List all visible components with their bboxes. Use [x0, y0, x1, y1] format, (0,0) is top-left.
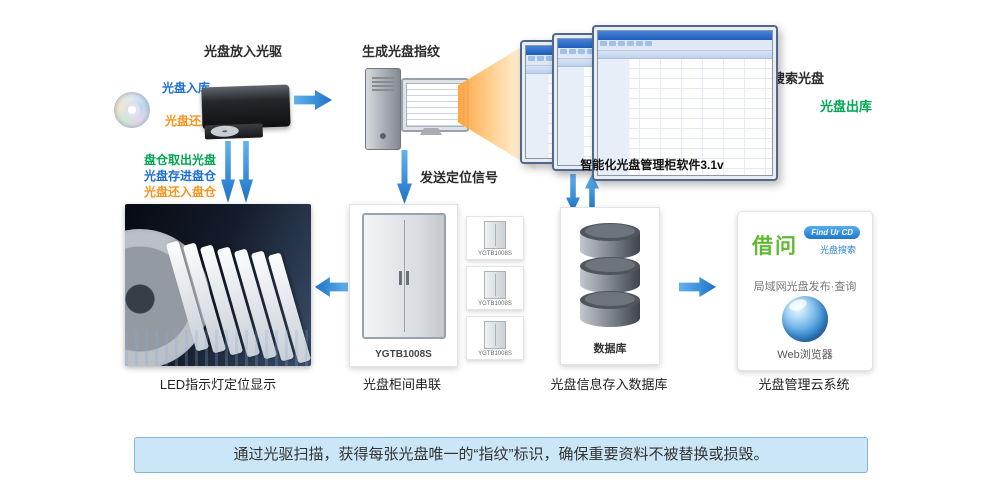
mini-cabinet-icon: [484, 221, 506, 249]
flow-arrow-down-2: [239, 141, 253, 203]
cabinet-card: YGTB1008S: [349, 204, 458, 367]
label-send-signal: 发送定位信号: [420, 170, 499, 185]
caption-cloud: 光盘管理云系统: [758, 377, 850, 392]
computer-monitor-icon: [401, 78, 469, 132]
mini-cabinet-model: YGTB1008S: [478, 351, 512, 357]
globe-icon: [782, 296, 828, 342]
database-label: 数据库: [593, 343, 627, 355]
cloud-card: 借问 Find Ur CD 光盘搜索 局域网光盘发布·查询 Web浏览器: [737, 211, 873, 371]
cloud-tagline: 局域网光盘发布·查询: [753, 281, 857, 293]
label-disc-in: 光盘入库: [162, 81, 211, 95]
mini-cabinet-card: YGTB1008S: [466, 216, 524, 260]
label-cabinet-return: 光盘还入盘仓: [144, 185, 217, 199]
flow-arrow-down-1: [221, 141, 235, 203]
flow-arrow-drive-to-pc: [294, 90, 332, 110]
label-cabinet-in: 光盘存进盘仓: [144, 169, 217, 183]
label-search-disc: 搜索光盘: [771, 71, 824, 86]
database-icon: [580, 223, 640, 327]
window-toolbar: [598, 40, 772, 51]
mini-cabinet-model: YGTB1008S: [478, 251, 512, 257]
monitor-stand: [420, 128, 442, 135]
brand-logo: 借问: [752, 235, 798, 258]
label-disc-out: 光盘出库: [820, 99, 873, 114]
mini-cabinet-card: YGTB1008S: [466, 266, 524, 310]
flow-arrow-cabinet-to-led: [315, 277, 348, 297]
mini-cabinet-card: YGTB1008S: [466, 316, 524, 360]
disc-drive-icon: [201, 78, 291, 140]
label-disc-return: 光盘还库: [165, 114, 214, 128]
software-title: 智能化光盘管理柜软件3.1v: [580, 158, 724, 172]
web-browser-label: Web浏览器: [777, 349, 833, 361]
cabinet-model: YGTB1008S: [375, 349, 432, 360]
led-photo: [125, 204, 311, 366]
mini-cabinet-icon: [484, 321, 506, 349]
mini-cabinet-model: YGTB1008S: [478, 301, 512, 307]
software-monitor-front: [592, 25, 778, 181]
label-cabinet-out: 盘仓取出光盘: [144, 153, 217, 167]
computer-screen: [406, 83, 464, 127]
table-header: [598, 51, 772, 59]
cabinet-icon: [362, 213, 446, 339]
step-title-fingerprint: 生成光盘指纹: [361, 44, 440, 59]
caption-led: LED指示灯定位显示: [159, 377, 277, 392]
caption-cabinet: 光盘柜间串联: [362, 377, 441, 392]
drive-body: [201, 84, 291, 130]
database-card: 数据库: [560, 207, 660, 365]
window-titlebar: [598, 31, 772, 40]
cd-icon: [114, 92, 150, 128]
table-grid: [598, 59, 772, 175]
flow-arrow-pc-to-cabinet: [397, 150, 412, 204]
badge-subtitle: 光盘搜索: [819, 245, 856, 255]
find-ur-cd-badge: Find Ur CD: [804, 226, 860, 239]
mini-cabinet-icon: [484, 271, 506, 299]
computer-tower-icon: [365, 68, 401, 150]
step-title-put-disc: 光盘放入光驱: [203, 44, 282, 59]
caption-database: 光盘信息存入数据库: [550, 377, 668, 392]
flow-arrow-db-to-cloud: [679, 277, 716, 297]
summary-banner: 通过光驱扫描，获得每张光盘唯一的“指纹”标识，确保重要资料不被替换或损毁。: [134, 437, 868, 473]
